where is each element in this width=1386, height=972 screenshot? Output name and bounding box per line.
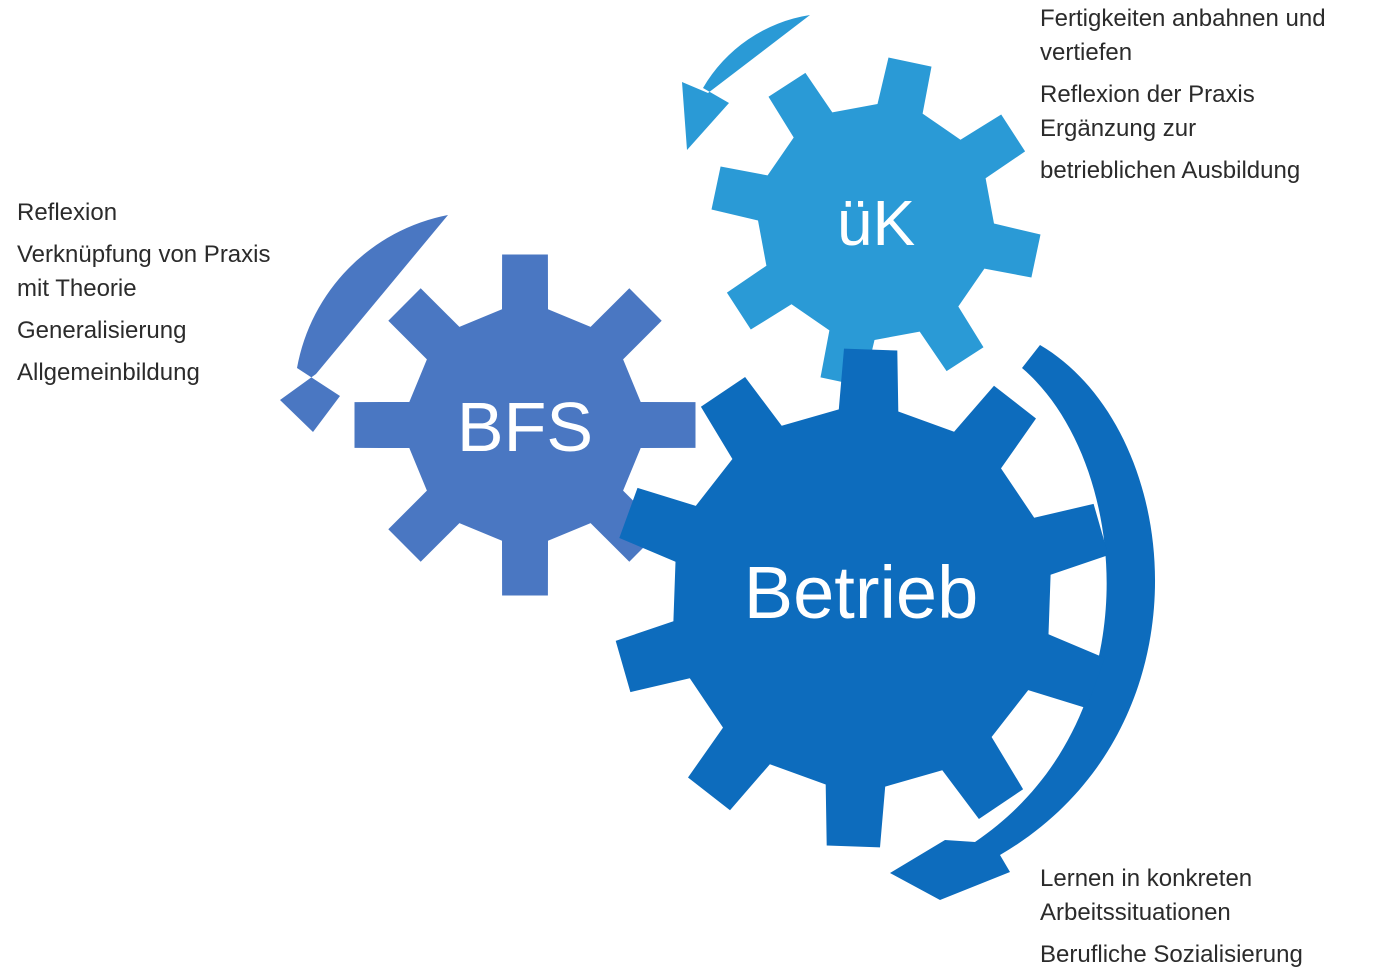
uek-gear xyxy=(711,57,1041,387)
uek-note-line: Ergänzung zur xyxy=(1040,115,1197,142)
bfs-note-line: Verknüpfung von Praxis xyxy=(17,241,271,268)
uek-note-line: Reflexion der Praxis xyxy=(1040,81,1255,108)
betrieb-description: Lernen in konkreten Arbeitssituationen B… xyxy=(1040,862,1303,972)
bfs-note-line: mit Theorie xyxy=(17,275,137,302)
betrieb-gear-label: Betrieb xyxy=(744,551,978,634)
uek-note-line: Fertigkeiten anbahnen und xyxy=(1040,5,1326,32)
bfs-note-line: Generalisierung xyxy=(17,317,187,344)
bfs-note-line: Reflexion xyxy=(17,199,118,226)
uek-cycle-arrow xyxy=(682,15,810,150)
betrieb-cycle-arrow xyxy=(890,345,1156,900)
betrieb-note-line: Lernen in konkreten xyxy=(1040,865,1253,892)
bfs-gear xyxy=(354,254,696,596)
betrieb-note-line: Arbeitssituationen xyxy=(1040,899,1231,926)
bfs-cycle-arrow xyxy=(280,215,448,432)
betrieb-note-line: Berufliche Sozialisierung xyxy=(1040,941,1303,968)
bfs-note-line: Allgemeinbildung xyxy=(17,359,200,386)
bfs-gear-label: BFS xyxy=(457,388,593,466)
betrieb-gear xyxy=(615,348,1109,848)
uek-description: Fertigkeiten anbahnen und vertiefen Refl… xyxy=(1040,2,1326,188)
uek-gear-label: üK xyxy=(837,187,915,259)
uek-note-line: betrieblichen Ausbildung xyxy=(1040,157,1301,184)
uek-note-line: vertiefen xyxy=(1040,39,1133,66)
bfs-description: Reflexion Verknüpfung von Praxis mit The… xyxy=(17,196,271,390)
